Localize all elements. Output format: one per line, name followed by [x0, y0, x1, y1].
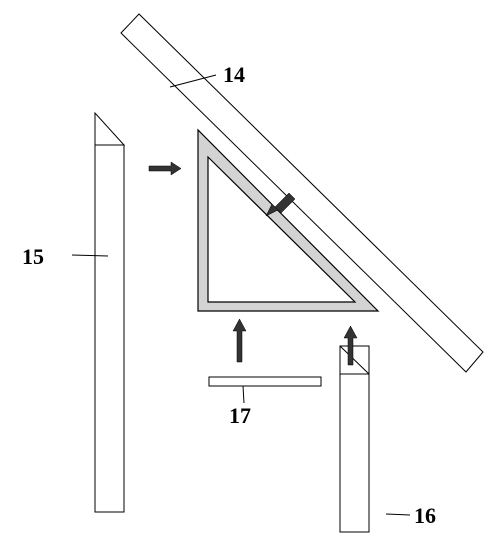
- horizontal-bar-17: [208, 376, 322, 387]
- label-17: 17: [229, 403, 251, 428]
- leader-line-14: [169, 74, 217, 88]
- leader-line-17: [242, 385, 245, 404]
- arrow-up-icon-17: [232, 318, 247, 363]
- triangle-frame: [197, 128, 380, 312]
- arrow-right-icon: [148, 161, 182, 176]
- label-14: 14: [223, 62, 245, 87]
- leader-line-15: [71, 254, 109, 257]
- left-vertical-bar-15: [94, 144, 125, 513]
- diagonal-bar-14: [120, 13, 484, 373]
- right-vertical-bar-16: [339, 345, 370, 533]
- arrow-up-icon-16: [343, 325, 358, 366]
- left-bar-bevel-15: [94, 111, 126, 146]
- label-16: 16: [414, 503, 436, 528]
- arrow-down-left-icon: [265, 192, 296, 217]
- bar-16-diagonal-cut: [339, 345, 370, 375]
- label-15: 15: [22, 244, 44, 269]
- leader-line-16: [385, 513, 411, 516]
